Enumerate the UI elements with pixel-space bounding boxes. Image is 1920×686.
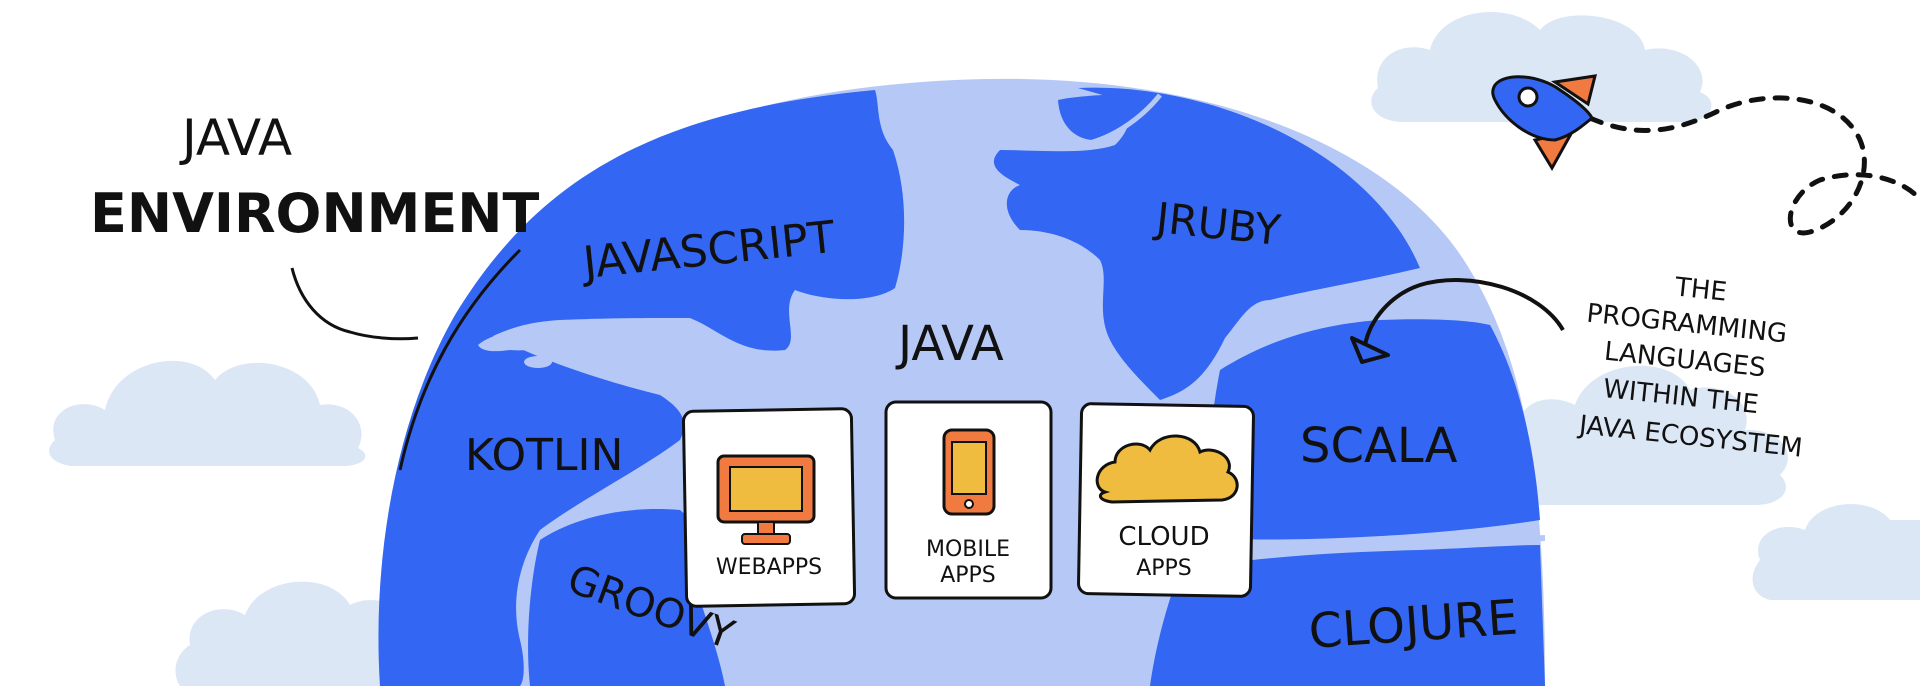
card-mobile-line2: APPS <box>940 563 996 588</box>
rocket-window <box>1517 86 1539 108</box>
card-mobile-apps: MOBILE APPS <box>884 400 1053 600</box>
globe-lakes <box>478 93 1546 553</box>
sky-cloud-top-right <box>1371 11 1712 122</box>
cloud-icon <box>1095 434 1239 504</box>
continent-east <box>1208 319 1540 540</box>
annotation-arrowhead <box>1350 336 1390 364</box>
card-cloud-apps: CLOUD APPS <box>1077 402 1255 598</box>
sky-cloud-left <box>49 360 366 466</box>
label-scala: SCALA <box>1300 418 1458 474</box>
monitor-icon <box>716 454 816 545</box>
annotation-arrow <box>1363 278 1565 346</box>
rocket-icon <box>1491 74 1920 236</box>
title-pointer-line <box>290 267 419 341</box>
sky-cloud-bottom-left <box>175 581 412 686</box>
lake-large <box>478 329 560 352</box>
continent-southwest <box>528 509 725 686</box>
continent-central-island <box>1058 94 1160 141</box>
continent-northeast <box>993 87 1420 401</box>
globe-continents <box>378 87 1545 686</box>
continent-west <box>378 315 684 686</box>
river-north <box>1079 93 1162 148</box>
title: JAVA ENVIRONMENT <box>90 109 539 341</box>
card-webapps-line1: WEBAPPS <box>716 555 822 580</box>
globe-sketch-line <box>398 248 522 471</box>
card-webapps: WEBAPPS <box>681 407 857 608</box>
rocket-body <box>1491 75 1594 142</box>
sky-clouds <box>49 11 1920 686</box>
card-cloud-line1: CLOUD <box>1118 522 1209 552</box>
center-label: JAVA <box>895 316 1004 372</box>
annotation-line1: THE <box>1672 272 1728 307</box>
phone-icon <box>942 428 996 516</box>
card-mobile-line1: MOBILE <box>926 537 1010 562</box>
title-line1: JAVA <box>179 109 292 167</box>
rocket-fin-top <box>1550 74 1598 107</box>
sky-cloud-right <box>1509 365 1788 505</box>
river-east <box>1259 535 1546 553</box>
rocket-trail <box>1587 95 1920 236</box>
lake-small <box>524 356 552 368</box>
title-line2: ENVIRONMENT <box>90 182 539 245</box>
label-kotlin: KOTLIN <box>465 430 623 481</box>
card-cloud-line2: APPS <box>1136 556 1192 581</box>
sky-cloud-right-low <box>1752 503 1920 600</box>
continent-northwest <box>455 90 905 351</box>
